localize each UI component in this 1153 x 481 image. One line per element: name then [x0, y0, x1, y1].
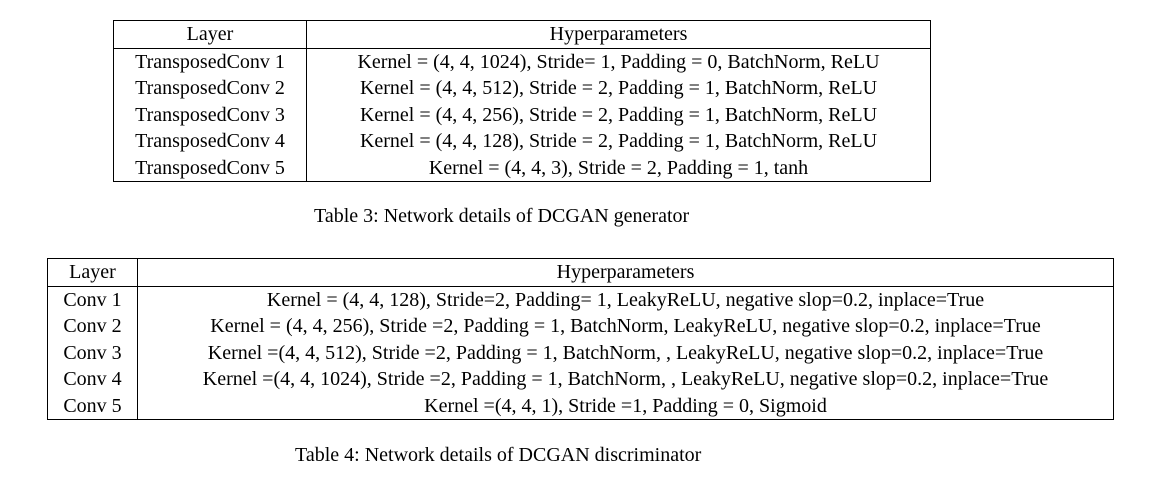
hyperparameters-cell: Kernel =(4, 4, 1), Stride =1, Padding = …: [137, 392, 1114, 420]
discriminator-table: Layer Hyperparameters Conv 1 Kernel = (4…: [47, 258, 1114, 420]
table-header-row: Layer Hyperparameters: [113, 20, 931, 49]
hyperparameters-cell: Kernel = (4, 4, 1024), Stride= 1, Paddin…: [306, 48, 931, 75]
layer-cell: TransposedConv 5: [113, 154, 307, 182]
hyperparameters-cell: Kernel =(4, 4, 1024), Stride =2, Padding…: [137, 366, 1114, 393]
layer-cell: Conv 5: [47, 392, 138, 420]
hyperparameters-cell: Kernel = (4, 4, 128), Stride = 2, Paddin…: [306, 128, 931, 155]
hyperparameters-cell: Kernel =(4, 4, 512), Stride =2, Padding …: [137, 339, 1114, 366]
table-row: TransposedConv 5 Kernel = (4, 4, 3), Str…: [113, 154, 931, 182]
table-header-row: Layer Hyperparameters: [47, 258, 1114, 287]
hyperparameters-cell: Kernel = (4, 4, 512), Stride = 2, Paddin…: [306, 75, 931, 102]
generator-table-caption: Table 3: Network details of DCGAN genera…: [314, 205, 690, 227]
table-row: TransposedConv 4 Kernel = (4, 4, 128), S…: [113, 128, 931, 155]
table-row: Conv 3 Kernel =(4, 4, 512), Stride =2, P…: [47, 339, 1114, 366]
generator-table: Layer Hyperparameters TransposedConv 1 K…: [113, 20, 931, 182]
column-header-hyperparameters: Hyperparameters: [306, 20, 931, 49]
table-row: Conv 5 Kernel =(4, 4, 1), Stride =1, Pad…: [47, 392, 1114, 420]
hyperparameters-cell: Kernel = (4, 4, 128), Stride=2, Padding=…: [137, 286, 1114, 313]
table-row: Conv 2 Kernel = (4, 4, 256), Stride =2, …: [47, 313, 1114, 340]
layer-cell: TransposedConv 4: [113, 128, 307, 155]
column-header-hyperparameters: Hyperparameters: [137, 258, 1114, 287]
discriminator-table-caption: Table 4: Network details of DCGAN discri…: [295, 444, 702, 466]
table-row: TransposedConv 1 Kernel = (4, 4, 1024), …: [113, 48, 931, 75]
layer-cell: Conv 4: [47, 366, 138, 393]
table-row: Conv 4 Kernel =(4, 4, 1024), Stride =2, …: [47, 366, 1114, 393]
layer-cell: TransposedConv 1: [113, 48, 307, 75]
layer-cell: TransposedConv 3: [113, 101, 307, 128]
hyperparameters-cell: Kernel = (4, 4, 3), Stride = 2, Padding …: [306, 154, 931, 182]
column-header-layer: Layer: [47, 258, 138, 287]
hyperparameters-cell: Kernel = (4, 4, 256), Stride = 2, Paddin…: [306, 101, 931, 128]
table-row: TransposedConv 2 Kernel = (4, 4, 512), S…: [113, 75, 931, 102]
column-header-layer: Layer: [113, 20, 307, 49]
table-row: TransposedConv 3 Kernel = (4, 4, 256), S…: [113, 101, 931, 128]
hyperparameters-cell: Kernel = (4, 4, 256), Stride =2, Padding…: [137, 313, 1114, 340]
layer-cell: Conv 3: [47, 339, 138, 366]
layer-cell: Conv 2: [47, 313, 138, 340]
layer-cell: TransposedConv 2: [113, 75, 307, 102]
layer-cell: Conv 1: [47, 286, 138, 313]
table-row: Conv 1 Kernel = (4, 4, 128), Stride=2, P…: [47, 286, 1114, 313]
